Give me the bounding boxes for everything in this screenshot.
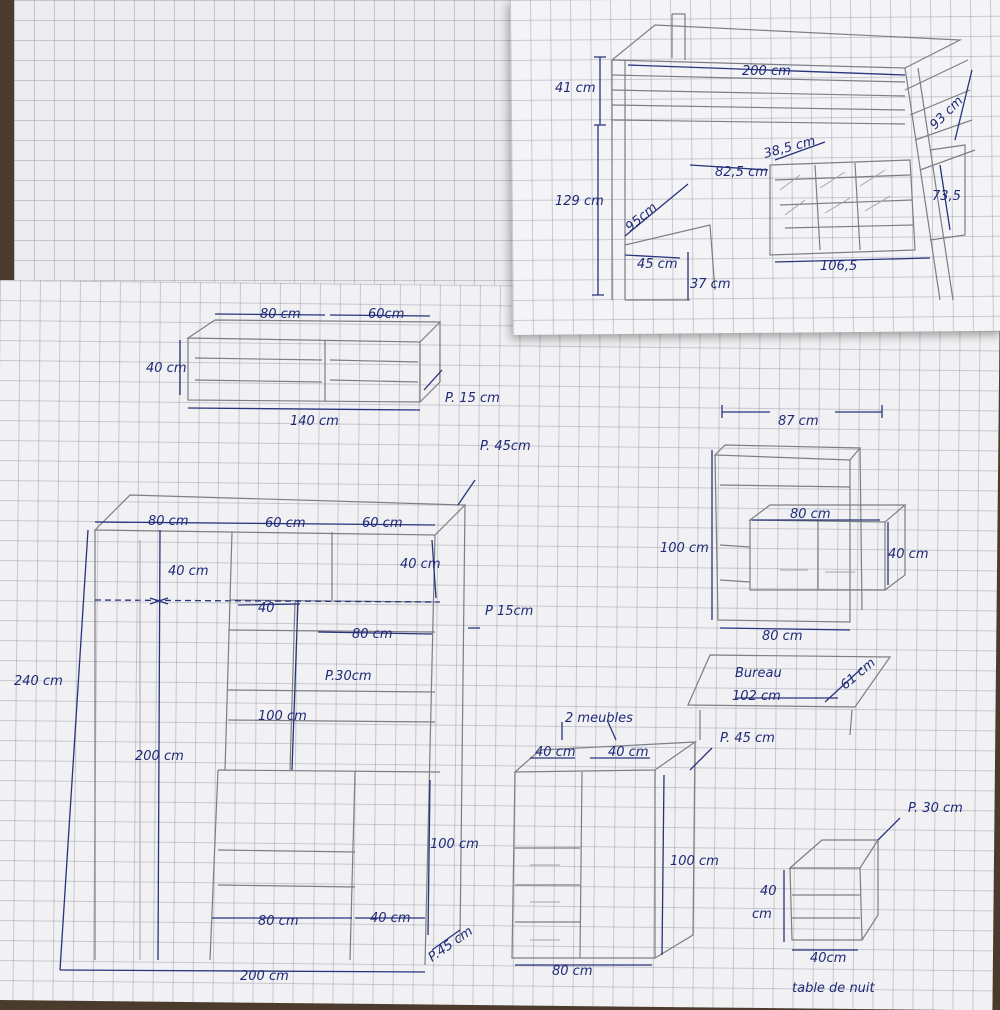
wardrobe-top-h-left-label: 40 cm: [168, 564, 209, 579]
loft-shelf-unit-label: 106,5: [820, 259, 857, 274]
wardrobe-lower-h-label: 100 cm: [430, 837, 479, 852]
loft-rail-height-label: 41 cm: [555, 81, 596, 96]
hutch-cab-height-label: 40 cm: [888, 547, 929, 562]
loft-length-label: 200 cm: [742, 64, 791, 79]
dresser-width-label: 80 cm: [552, 964, 593, 979]
wardrobe-bottom-w2-label: 40 cm: [370, 911, 411, 926]
wardrobe-depth-bottom-label: P.45 cm: [426, 924, 476, 965]
hutch-top-width-label: 87 cm: [778, 414, 819, 429]
wardrobe-sketch: 80 cm 60 cm 60 cm P. 45cm 40 cm 40 cm 40…: [14, 439, 533, 984]
wardrobe-w2-label: 60 cm: [265, 516, 306, 531]
wardrobe-depth-top-label: P. 45cm: [480, 439, 531, 454]
loft-unit-height-label: 73,5: [932, 189, 961, 204]
wardrobe-shelf-depth-label: P 15cm: [485, 604, 533, 619]
wardrobe-w1-label: 80 cm: [148, 514, 189, 529]
wardrobe-total-width-label: 200 cm: [240, 969, 289, 984]
wardrobe-top-h-right-label: 40 cm: [400, 557, 441, 572]
nightstand-height-unit-label: cm: [752, 907, 772, 922]
loft-leg-label: 37 cm: [690, 277, 731, 292]
wardrobe-total-height-label: 240 cm: [14, 674, 63, 689]
nightstand-height-num-label: 40: [760, 884, 777, 899]
nightstand-width-label: 40cm: [810, 951, 846, 966]
desk-depth-p-label: P. 45 cm: [720, 731, 775, 746]
wardrobe-inner-w-label: 40: [258, 601, 275, 616]
nightstand-depth-label: P. 30 cm: [908, 801, 963, 816]
desk-label: Bureau: [735, 666, 782, 681]
wardrobe-left-height-label: 200 cm: [135, 749, 184, 764]
shelf-depth-label: P. 15 cm: [445, 391, 500, 406]
loft-desk-depth-label: 95cm: [623, 200, 660, 235]
hutch-height-label: 100 cm: [660, 541, 709, 556]
shelf-height-label: 40 cm: [146, 361, 187, 376]
desk-sketch: Bureau 102 cm 61 cm P. 45 cm: [687, 654, 892, 746]
shelf-left-width-label: 80 cm: [260, 307, 301, 322]
wardrobe-bottom-w1-label: 80 cm: [258, 914, 299, 929]
loft-bed-sketch: 41 cm 129 cm 200 cm 38,5 cm 82,5 cm 95cm…: [555, 13, 976, 301]
shelf-total-label: 140 cm: [290, 414, 339, 429]
hutch-cab-width-label: 80 cm: [790, 507, 831, 522]
dresser-height-label: 100 cm: [670, 854, 719, 869]
dresser-label: 2 meubles: [565, 711, 633, 726]
notebook-page-back: [14, 0, 534, 300]
loft-height-label: 129 cm: [555, 194, 604, 209]
hutch-base-width-label: 80 cm: [762, 629, 803, 644]
nightstand-label: table de nuit: [792, 981, 876, 996]
wardrobe-shelf-w-label: 80 cm: [352, 627, 393, 642]
dresser-sketch: 2 meubles 40 cm 40 cm 100 cm 80 cm: [511, 711, 719, 979]
dresser-w2-label: 40 cm: [608, 745, 649, 760]
dresser-w1-label: 40 cm: [535, 745, 576, 760]
wardrobe-niche-h-label: 100 cm: [258, 709, 307, 724]
loft-cube-label: 38,5 cm: [762, 134, 817, 162]
loft-desk-width-label: 82,5 cm: [715, 165, 768, 180]
loft-step-label: 45 cm: [637, 257, 678, 272]
wall-shelf-sketch: 80 cm 60cm 40 cm P. 15 cm 140 cm: [146, 307, 500, 429]
wardrobe-inner-depth-label: P.30cm: [325, 669, 372, 684]
desk-hutch-sketch: 87 cm 100 cm 80 cm 40 cm 80 cm: [660, 405, 929, 644]
desk-width-label: 102 cm: [732, 689, 781, 704]
wardrobe-w3-label: 60 cm: [362, 516, 403, 531]
shelf-right-width-label: 60cm: [368, 307, 404, 322]
desk-depth-label: 61 cm: [838, 656, 879, 694]
nightstand-sketch: P. 30 cm 40 cm 40cm table de nuit: [752, 801, 963, 996]
